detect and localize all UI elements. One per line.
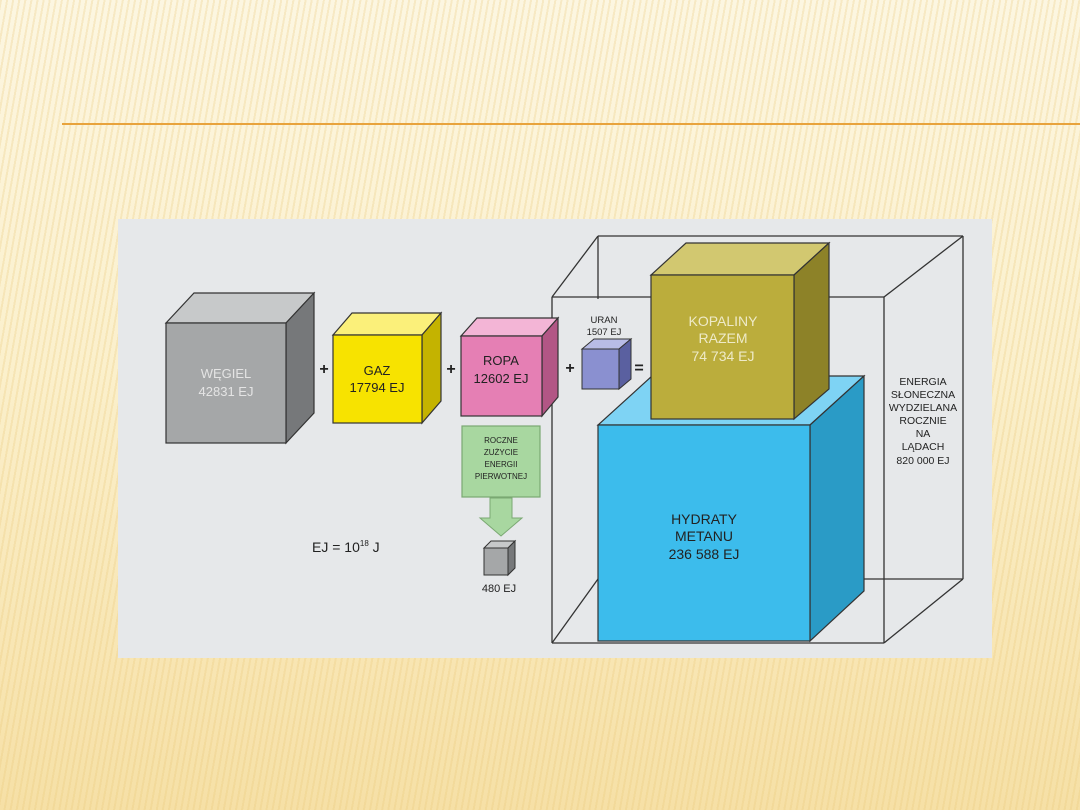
coal-label: WĘGIEL bbox=[201, 366, 252, 381]
plus-operator-2: + bbox=[446, 361, 455, 378]
hydrates-value: 236 588 EJ bbox=[669, 546, 740, 562]
fossil-label-line2: RAZEM bbox=[699, 330, 748, 346]
gas-cube: GAZ 17794 EJ bbox=[331, 311, 443, 425]
hydrates-label-line2: METANU bbox=[675, 528, 733, 544]
consumption-line-3: ENERGII bbox=[485, 460, 518, 469]
hydrates-label-line1: HYDRATY bbox=[671, 511, 738, 527]
gas-value: 17794 EJ bbox=[350, 380, 405, 395]
solar-line-3: WYDZIELANA bbox=[889, 402, 957, 414]
consumption-value: 480 EJ bbox=[482, 583, 516, 595]
oil-label: ROPA bbox=[483, 353, 519, 368]
consumption-line-1: ROCZNE bbox=[484, 436, 518, 445]
coal-cube: WĘGIEL 42831 EJ bbox=[164, 291, 316, 445]
annual-consumption-box: ROCZNE ZUŻYCIE ENERGII PIERWOTNEJ bbox=[461, 425, 541, 498]
title-divider bbox=[62, 123, 1080, 125]
solar-line-1: ENERGIA bbox=[899, 376, 946, 388]
uranium-label: URAN bbox=[591, 315, 618, 326]
plus-operator-1: + bbox=[319, 361, 328, 378]
fossil-label-line1: KOPALINY bbox=[689, 313, 759, 329]
solar-line-5: NA bbox=[916, 428, 931, 440]
solar-value: 820 000 EJ bbox=[896, 455, 949, 467]
down-arrow-icon bbox=[478, 497, 524, 537]
uranium-cube: URAN 1507 EJ bbox=[580, 315, 633, 391]
consumption-line-2: ZUŻYCIE bbox=[484, 448, 518, 457]
consumption-cube: 480 EJ bbox=[482, 539, 517, 595]
solar-energy-label: ENERGIA SŁONECZNA WYDZIELANA ROCZNIE NA … bbox=[889, 376, 957, 467]
oil-cube: ROPA 12602 EJ bbox=[459, 316, 560, 418]
solar-line-4: ROCZNIE bbox=[899, 415, 946, 427]
uranium-value: 1507 EJ bbox=[587, 327, 622, 338]
fossil-value: 74 734 EJ bbox=[691, 348, 754, 364]
unit-note-unit: J bbox=[369, 539, 380, 555]
unit-note-exponent: 18 bbox=[360, 539, 369, 548]
equals-operator: = bbox=[634, 360, 643, 377]
unit-note: EJ = 1018 J bbox=[312, 539, 380, 555]
total-fossil-cube: KOPALINY RAZEM 74 734 EJ bbox=[649, 241, 831, 421]
solar-energy-box bbox=[551, 235, 964, 644]
solar-line-2: SŁONECZNA bbox=[891, 389, 955, 401]
energy-resources-figure: WĘGIEL 42831 EJ + GAZ 17794 EJ + ROPA 12… bbox=[118, 219, 992, 658]
consumption-line-4: PIERWOTNEJ bbox=[475, 472, 527, 481]
gas-label: GAZ bbox=[364, 363, 391, 378]
plus-operator-3: + bbox=[565, 360, 574, 377]
solar-line-6: LĄDACH bbox=[902, 441, 945, 453]
oil-value: 12602 EJ bbox=[474, 371, 529, 386]
coal-value: 42831 EJ bbox=[199, 384, 254, 399]
unit-note-base: EJ = 10 bbox=[312, 539, 360, 555]
